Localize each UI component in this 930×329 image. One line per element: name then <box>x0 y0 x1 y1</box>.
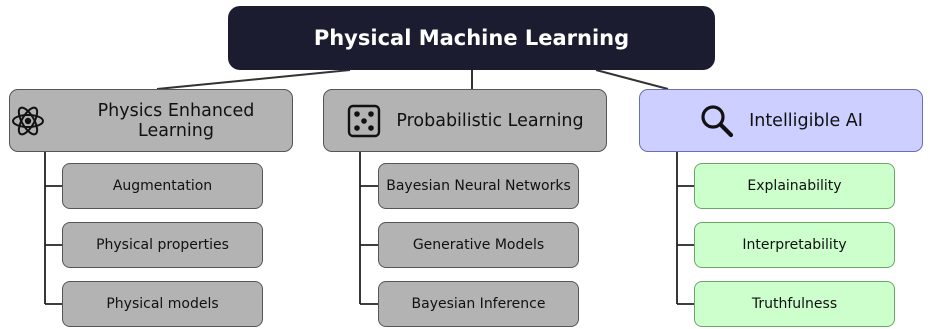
leaf-physical-properties: Physical properties <box>62 222 263 268</box>
category-label: Probabilistic Learning <box>396 110 584 131</box>
leaf-generative-models: Generative Models <box>378 222 579 268</box>
leaf-label: Interpretability <box>742 237 847 253</box>
leaf-label: Generative Models <box>412 237 545 253</box>
leaf-interpretability: Interpretability <box>694 222 895 268</box>
leaf-bayesian-neural-networks: Bayesian Neural Networks <box>378 163 579 209</box>
root-connector-left <box>156 69 351 90</box>
category-probabilistic-learning: Probabilistic Learning <box>323 89 607 152</box>
leaf-truthfulness: Truthfulness <box>694 281 895 327</box>
leaf-label: Explainability <box>747 178 842 194</box>
category-label: Intelligible AI <box>749 110 863 131</box>
category-intelligible-ai: Intelligible AI <box>639 89 923 152</box>
root-connector-right <box>595 69 669 90</box>
leaf-label: Augmentation <box>112 178 213 194</box>
dice-icon <box>346 103 382 139</box>
magnifier-icon <box>699 103 735 139</box>
leaf-physical-models: Physical models <box>62 281 263 327</box>
leaf-label: Physical models <box>106 296 219 312</box>
atom-icon <box>10 103 46 139</box>
root-title: Physical Machine Learning <box>313 26 630 50</box>
leaf-label: Truthfulness <box>751 296 838 312</box>
category-label: Physics Enhanced Learning <box>97 100 255 141</box>
leaf-augmentation: Augmentation <box>62 163 263 209</box>
leaf-label: Bayesian Inference <box>411 296 546 312</box>
leaf-explainability: Explainability <box>694 163 895 209</box>
leaf-label: Physical properties <box>96 237 229 253</box>
leaf-bayesian-inference: Bayesian Inference <box>378 281 579 327</box>
category-physics-enhanced-learning: Physics Enhanced Learning <box>9 89 293 152</box>
root-node: Physical Machine Learning <box>228 6 715 70</box>
leaf-label: Bayesian Neural Networks <box>386 178 571 194</box>
